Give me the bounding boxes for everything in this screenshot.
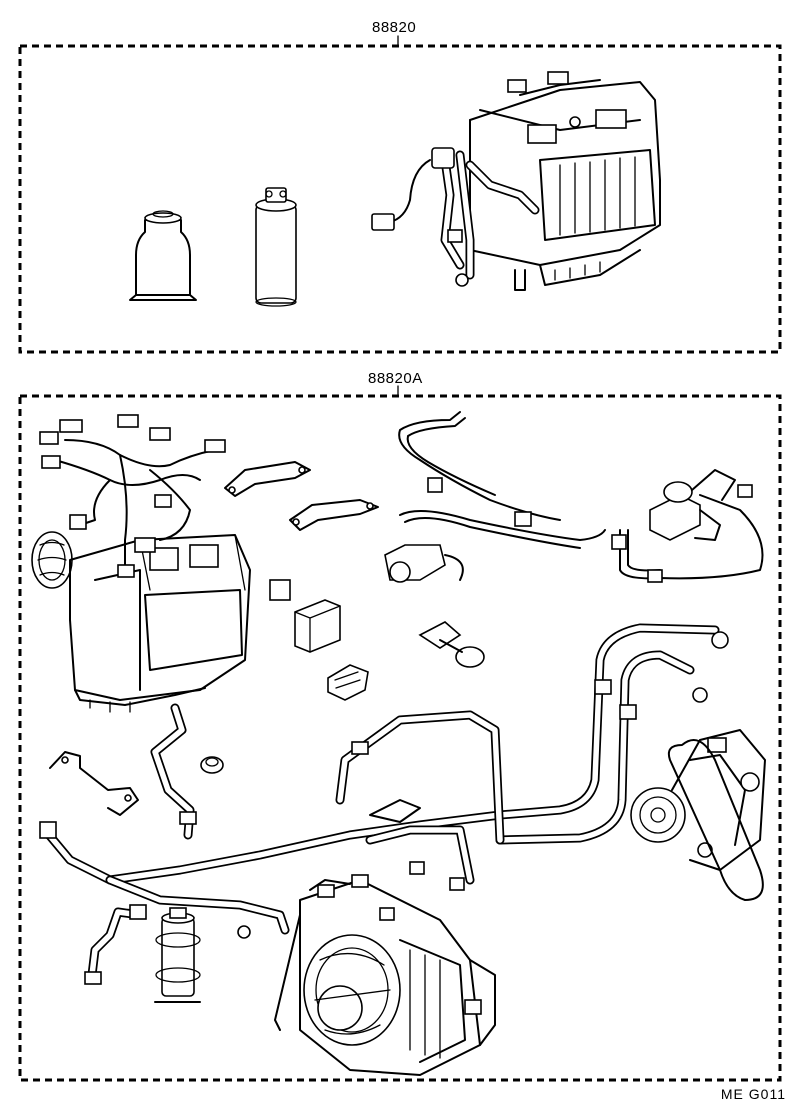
group-box-88820 <box>18 44 782 354</box>
compressor-oil-bottle <box>129 210 197 301</box>
receiver-drier <box>255 187 297 307</box>
bracket-2 <box>289 499 379 531</box>
kit-label-88820a: 88820A <box>368 370 423 387</box>
liquid-tube-short <box>150 703 197 840</box>
receiver-with-bracket <box>154 907 201 1003</box>
refrigerant-hoses <box>39 623 729 935</box>
hose-bracket <box>49 751 139 816</box>
connector-clip <box>327 664 369 701</box>
wire-harness <box>39 414 226 566</box>
cooling-unit-assembly <box>371 71 661 291</box>
relay-plate <box>269 579 291 601</box>
liquid-tube <box>84 904 147 985</box>
hose-fitting <box>237 925 251 939</box>
vacuum-actuator <box>649 469 753 541</box>
compressor <box>630 729 766 871</box>
condenser-fan-assembly <box>274 874 496 1076</box>
drive-belt <box>667 739 764 901</box>
bracket-1 <box>224 461 311 497</box>
kit-label-88820: 88820 <box>372 19 417 36</box>
pressure-switch <box>418 621 485 668</box>
group-box-88820a <box>18 394 782 1082</box>
grommet <box>200 756 224 774</box>
blower-unit <box>31 531 251 713</box>
vacuum-hose-assembly <box>384 411 764 583</box>
ac-amplifier <box>294 599 341 653</box>
drawing-code: ME G011 <box>720 1086 786 1102</box>
